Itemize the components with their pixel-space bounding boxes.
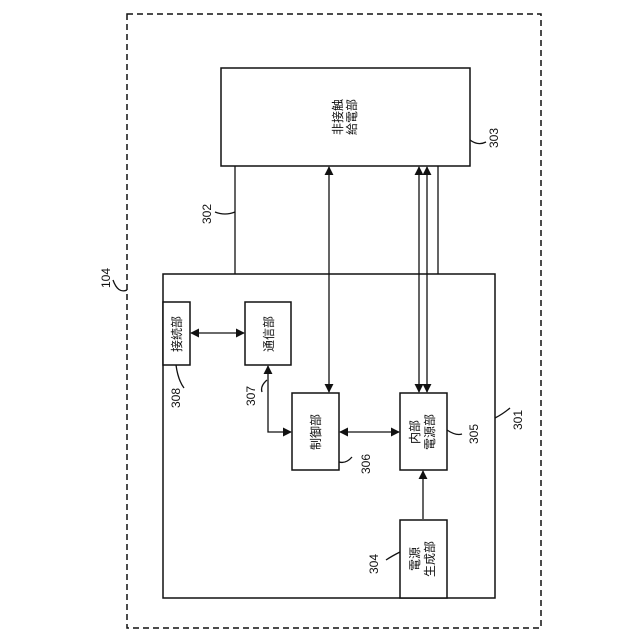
cable-ref-leader <box>215 212 235 214</box>
outer-ref-leader <box>113 280 127 291</box>
internal-power-label-line2: 電源部 <box>422 414 437 450</box>
connection-label: 接続部 <box>169 316 184 352</box>
comm-ref-label: 307 <box>244 386 258 406</box>
internal-power-label-line1: 内部 <box>407 420 422 444</box>
main-ref-label: 301 <box>511 410 525 430</box>
noncontact-power-ref-label: 303 <box>487 128 501 148</box>
noncontact-power-ref-leader <box>470 140 486 144</box>
control-ref-label: 306 <box>359 454 373 474</box>
main-ref-leader <box>495 408 510 418</box>
outer-ref-label: 104 <box>99 268 113 288</box>
cable-ref-label: 302 <box>200 204 214 224</box>
power-gen-label-line1: 電源 <box>408 547 422 571</box>
noncontact-power-label-line1: 非接触 <box>330 99 345 135</box>
power-gen-ref-label: 304 <box>367 554 381 574</box>
internal-power-ref-label: 305 <box>467 424 481 444</box>
power-gen-label-line2: 生成部 <box>422 541 437 577</box>
noncontact-power-label-line2: 給電部 <box>344 99 359 135</box>
control-label: 制御部 <box>308 414 323 450</box>
connection-ref-label: 308 <box>169 388 183 408</box>
comm-label: 通信部 <box>261 316 276 352</box>
